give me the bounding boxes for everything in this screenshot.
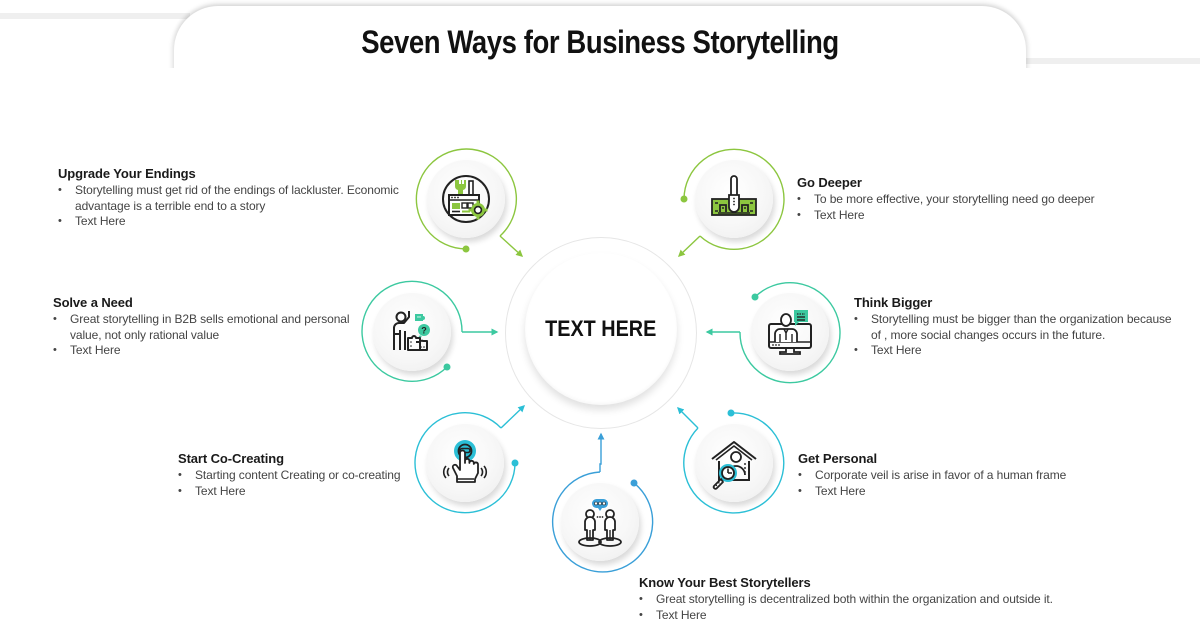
connector-know-your-best-storytellers xyxy=(551,432,654,573)
item-know-your-best-storytellers: Know Your Best Storytellers Great storyt… xyxy=(639,575,1089,623)
header-band-right xyxy=(1020,58,1200,64)
bullet-item: Great storytelling is decentralized both… xyxy=(639,592,1089,608)
gear-shift-lever-icon xyxy=(711,175,757,216)
bullet-item: Text Here xyxy=(798,484,1098,500)
bullet-item: Text Here xyxy=(797,208,1137,224)
house-person-magnifier-icon xyxy=(711,441,757,490)
bullet-item: Great storytelling in B2B sells emotiona… xyxy=(53,312,358,343)
bullet-item: Corporate veil is arise in favor of a hu… xyxy=(798,468,1098,484)
center-label: TEXT HERE xyxy=(545,316,657,341)
bullet-item: To be more effective, your storytelling … xyxy=(797,192,1137,208)
item-title: Get Personal xyxy=(798,451,877,466)
node-get-personal xyxy=(695,424,773,502)
hand-press-button-icon xyxy=(442,440,488,483)
item-solve-a-need: Solve a Need Great storytelling in B2B s… xyxy=(53,295,358,359)
node-go-deeper xyxy=(695,160,773,238)
bullet-list: To be more effective, your storytelling … xyxy=(797,192,1137,223)
center-circle: TEXT HERE xyxy=(525,253,677,405)
item-upgrade-your-endings: Upgrade Your Endings Storytelling must g… xyxy=(58,166,418,230)
connector-go-deeper xyxy=(677,148,785,257)
svg-text:?: ? xyxy=(421,326,427,336)
item-get-personal: Get Personal Corporate veil is arise in … xyxy=(798,451,1098,499)
bullet-item: Text Here xyxy=(854,343,1174,359)
bullet-item: Starting content Creating or co-creating xyxy=(178,468,418,484)
two-people-chat-icon xyxy=(578,499,622,547)
factory-gear-icon xyxy=(442,175,490,223)
person-puzzle-question-icon: ? xyxy=(393,311,430,351)
bullet-item: Storytelling must get rid of the endings… xyxy=(58,183,418,214)
bullet-list: Storytelling must be bigger than the org… xyxy=(854,312,1174,359)
bullet-item: Text Here xyxy=(639,608,1089,624)
connector-get-personal xyxy=(677,407,785,514)
bullet-item: Storytelling must be bigger than the org… xyxy=(854,312,1174,343)
bullet-list: Corporate veil is arise in favor of a hu… xyxy=(798,468,1098,499)
item-think-bigger: Think Bigger Storytelling must be bigger… xyxy=(854,295,1174,359)
header-tab xyxy=(168,6,1032,86)
bullet-list: Starting content Creating or co-creating… xyxy=(178,468,418,499)
item-title: Start Co-Creating xyxy=(178,451,284,466)
item-go-deeper: Go Deeper To be more effective, your sto… xyxy=(797,175,1137,223)
node-know-your-best-storytellers xyxy=(561,483,639,561)
bullet-list: Great storytelling in B2B sells emotiona… xyxy=(53,312,358,359)
item-start-co-creating: Start Co-Creating Starting content Creat… xyxy=(178,451,418,499)
node-upgrade-your-endings xyxy=(427,160,505,238)
item-title: Go Deeper xyxy=(797,175,862,190)
connector-think-bigger xyxy=(705,282,841,384)
bullet-list: Storytelling must get rid of the endings… xyxy=(58,183,418,230)
bullet-item: Text Here xyxy=(53,343,358,359)
bullet-item: Text Here xyxy=(58,214,418,230)
header-band-left xyxy=(0,13,190,19)
item-title: Upgrade Your Endings xyxy=(58,166,196,181)
bullet-item: Text Here xyxy=(178,484,418,500)
item-title: Know Your Best Storytellers xyxy=(639,575,811,590)
bullet-list: Great storytelling is decentralized both… xyxy=(639,592,1089,623)
node-think-bigger xyxy=(751,293,829,371)
page-title: Seven Ways for Business Storytelling xyxy=(361,24,839,60)
item-title: Solve a Need xyxy=(53,295,133,310)
connector-start-co-creating xyxy=(414,405,526,514)
connector-solve-a-need xyxy=(361,280,499,382)
connector-upgrade-your-endings xyxy=(415,148,524,257)
monitor-person-chat-icon xyxy=(768,310,812,355)
node-start-co-creating xyxy=(426,424,504,502)
node-solve-a-need: ? xyxy=(373,293,451,371)
item-title: Think Bigger xyxy=(854,295,933,310)
